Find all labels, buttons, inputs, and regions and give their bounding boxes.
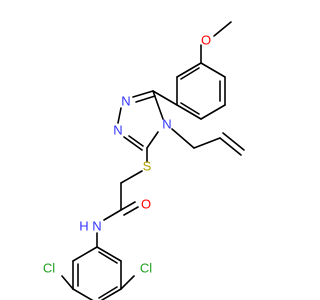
atom-label-chlorine-left: Cl [43, 261, 55, 276]
bond-s-ch2 [120, 170, 143, 184]
bond-cl-right [120, 275, 135, 290]
atom-labels: O N N N S O N H Cl Cl [43, 33, 211, 276]
dichlorophenyl-ring [72, 246, 122, 300]
bond-methyl-o [213, 21, 232, 37]
atom-label-methoxy-oxygen: O [201, 33, 211, 48]
allyl-chain [171, 128, 245, 156]
bond-carbonyl-n [103, 209, 122, 221]
bond-aryl-triazole [152, 90, 178, 106]
bonds [61, 21, 245, 300]
bond-carbonyl-o [120, 201, 136, 211]
methoxyphenyl-ring [176, 62, 226, 120]
atom-label-triazole-n2: N [113, 123, 122, 138]
atom-label-amide-oxygen: O [141, 197, 151, 212]
atom-label-triazole-n4: N [162, 117, 171, 132]
atom-label-amide-nitrogen: N [92, 219, 101, 234]
molecule-diagram: O N N N S O N H Cl Cl [43, 21, 245, 300]
atom-label-triazole-n1: N [121, 94, 130, 109]
structure-canvas: O N N N S O N H Cl Cl [43, 21, 245, 300]
atom-label-amide-hydrogen: H [79, 219, 88, 234]
atom-label-chlorine-right: Cl [140, 261, 152, 276]
atom-label-thioether-sulfur: S [143, 159, 152, 174]
bond-cl-left [61, 275, 74, 290]
triazole-ring [117, 90, 164, 151]
